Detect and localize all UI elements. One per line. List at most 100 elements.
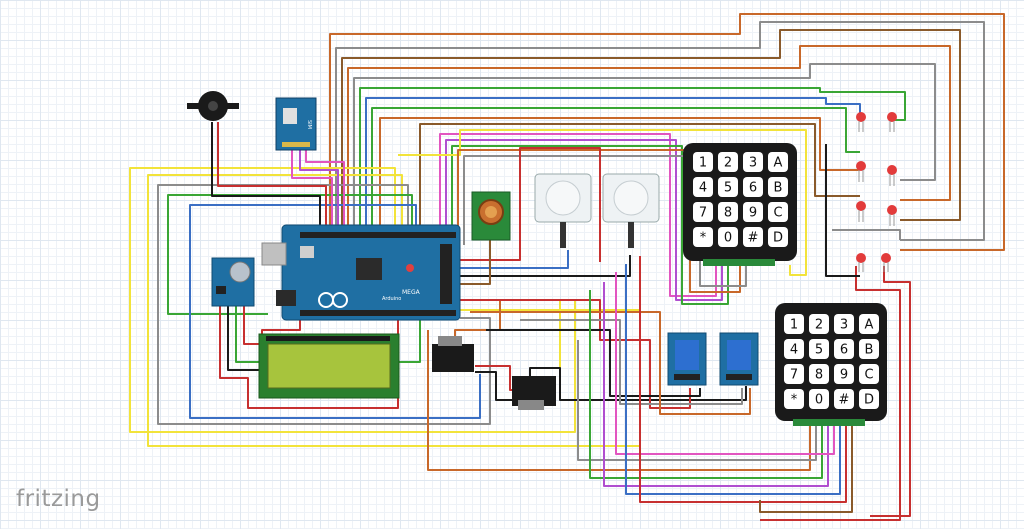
relay-1 bbox=[667, 332, 707, 386]
keypad-key-label: 1 bbox=[790, 318, 798, 333]
wire bbox=[445, 139, 723, 301]
wire bbox=[427, 330, 811, 471]
wire bbox=[520, 319, 743, 405]
wire bbox=[639, 256, 847, 503]
keypad-key bbox=[859, 339, 879, 359]
wire bbox=[329, 13, 1005, 251]
led-6 bbox=[887, 205, 897, 226]
wire bbox=[615, 272, 835, 455]
wire bbox=[460, 240, 491, 285]
servo-1 bbox=[432, 336, 474, 372]
fritzing-logo: fritzing bbox=[16, 486, 101, 512]
keypad-key-label: 0 bbox=[815, 393, 823, 408]
wire bbox=[398, 129, 807, 276]
led-7 bbox=[856, 253, 866, 272]
wire bbox=[211, 122, 321, 238]
keypad-key bbox=[718, 177, 738, 197]
wire bbox=[589, 290, 823, 479]
sim-label: SIM bbox=[306, 120, 312, 129]
keypad-key-label: * bbox=[791, 393, 798, 408]
keypad-key-label: C bbox=[864, 368, 873, 383]
wire bbox=[291, 148, 333, 240]
wire bbox=[759, 424, 853, 513]
wire bbox=[157, 184, 491, 425]
keypad-key bbox=[768, 177, 788, 197]
keypad-key bbox=[718, 202, 738, 222]
keypad-key-label: 1 bbox=[699, 156, 707, 171]
keypad-key bbox=[743, 227, 763, 247]
keypad-key-label: A bbox=[865, 318, 874, 333]
wire bbox=[460, 299, 691, 409]
keypad-key-label: D bbox=[773, 231, 783, 246]
keypad-key-label: D bbox=[864, 393, 874, 408]
wire bbox=[167, 194, 413, 315]
wire bbox=[870, 266, 911, 517]
wire bbox=[217, 122, 327, 238]
arduino-mega: MEGA Arduino bbox=[261, 224, 461, 321]
led-4 bbox=[887, 165, 897, 186]
keypad-key-label: 4 bbox=[790, 343, 798, 358]
keypad-key-label: 9 bbox=[749, 206, 757, 221]
keypad-key bbox=[859, 389, 879, 409]
wire bbox=[365, 97, 861, 240]
keypad-key bbox=[834, 389, 854, 409]
wire bbox=[189, 204, 481, 419]
arduino-logo: MEGA bbox=[402, 289, 421, 296]
keypad-key-label: # bbox=[748, 231, 759, 246]
led-5 bbox=[856, 201, 866, 222]
keypad-key bbox=[834, 364, 854, 384]
wire bbox=[371, 107, 860, 240]
keypad-key-label: 8 bbox=[724, 206, 732, 221]
keypad-key bbox=[743, 202, 763, 222]
wire bbox=[529, 367, 747, 401]
keypad-key-label: # bbox=[839, 393, 850, 408]
keypad-key bbox=[693, 177, 713, 197]
wire bbox=[460, 147, 601, 262]
keypad-key bbox=[834, 314, 854, 334]
keypad-key bbox=[718, 152, 738, 172]
keypad-key-label: B bbox=[865, 343, 874, 358]
wire bbox=[305, 148, 345, 240]
rtc-module bbox=[211, 257, 255, 307]
keypad-key bbox=[784, 364, 804, 384]
wire bbox=[439, 133, 717, 297]
led-1 bbox=[856, 112, 866, 132]
keypad-key bbox=[693, 152, 713, 172]
servo-2 bbox=[512, 376, 556, 410]
wire bbox=[451, 145, 729, 305]
led-2 bbox=[887, 112, 897, 132]
pir-sensor-2 bbox=[602, 173, 660, 248]
keypad-key-label: 0 bbox=[724, 231, 732, 246]
keypad-key-label: 8 bbox=[815, 368, 823, 383]
wire bbox=[335, 21, 985, 241]
wire bbox=[341, 29, 961, 240]
leds bbox=[856, 112, 897, 272]
keypad-key bbox=[693, 227, 713, 247]
sim-module: SIM bbox=[275, 97, 317, 151]
keypad-key bbox=[768, 227, 788, 247]
keypad-key bbox=[809, 339, 829, 359]
keypad-key-label: 5 bbox=[815, 343, 823, 358]
keypad-key bbox=[809, 389, 829, 409]
pir-sensor-1 bbox=[534, 173, 592, 248]
wire bbox=[470, 311, 751, 415]
keypad-key bbox=[859, 364, 879, 384]
wire bbox=[625, 264, 841, 495]
keypad-key bbox=[784, 389, 804, 409]
wire bbox=[475, 371, 520, 401]
keypad-key bbox=[768, 152, 788, 172]
keypad-key bbox=[784, 314, 804, 334]
gas-sensor bbox=[471, 191, 511, 241]
keypad-key bbox=[693, 202, 713, 222]
buzzer bbox=[187, 91, 239, 121]
keypad-key bbox=[834, 339, 854, 359]
arduino-sub: Arduino bbox=[382, 296, 401, 302]
lcd-display bbox=[258, 333, 400, 399]
keypad-key-label: 7 bbox=[790, 368, 798, 383]
wire bbox=[760, 266, 901, 521]
keypad-key-label: 6 bbox=[749, 181, 757, 196]
keypad-key-label: 2 bbox=[815, 318, 823, 333]
